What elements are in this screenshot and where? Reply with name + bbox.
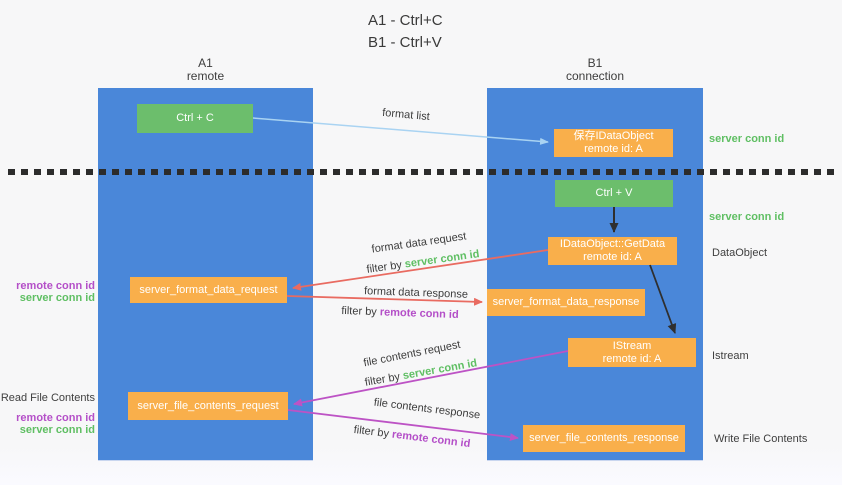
save-idataobject-box: 保存IDataObject remote id: A	[554, 129, 673, 157]
filter-by-text: filter by	[365, 259, 403, 276]
lifeline-a1-name: A1	[198, 56, 213, 70]
filter-by-text: filter by	[353, 423, 390, 441]
save-idataobject-line1: 保存IDataObject	[573, 130, 654, 142]
idataobject-getdata-box: IDataObject::GetData remote id: A	[548, 237, 677, 265]
remote-conn-id-text: remote conn id	[391, 428, 471, 451]
lifeline-b1-name: B1	[587, 56, 603, 70]
session-separator-dotted-line	[8, 169, 836, 175]
server-format-data-request-box: server_format_data_request	[130, 277, 287, 303]
istream-line2: remote id: A	[602, 352, 662, 365]
save-idataobject-line2: remote id: A	[584, 143, 643, 155]
ctrl-c-label: Ctrl + C	[176, 112, 214, 124]
getdata-line2: remote id: A	[583, 251, 642, 263]
server-conn-id-text: server conn id	[401, 357, 479, 383]
title-line-ctrl-v: B1 - Ctrl+V	[368, 34, 442, 51]
left-conn-id-group-bottom: remote conn id server conn id	[0, 412, 95, 436]
lifeline-header-b1: B1 connection	[487, 57, 703, 83]
read-file-contents-label: Read File Contents	[0, 392, 95, 404]
title-line-ctrl-c: A1 - Ctrl+C	[368, 12, 443, 29]
file-request-label: server_file_contents_request	[137, 399, 279, 412]
format-response-label: server_format_data_response	[492, 296, 640, 308]
istream-box: IStream remote id: A	[568, 338, 696, 367]
remote-conn-id-text: remote conn id	[379, 306, 459, 322]
filter-by-text: filter by	[363, 370, 401, 389]
server-conn-id-right-mid: server conn id	[709, 211, 785, 223]
format-data-response-label: format data response	[363, 285, 469, 301]
ctrl-v-label: Ctrl + V	[595, 187, 633, 199]
format-request-label: server_format_data_request	[139, 283, 278, 296]
file-response-label: server_file_contents_response	[529, 432, 679, 444]
istream-line1: IStream	[612, 339, 652, 352]
ctrl-v-action-box: Ctrl + V	[555, 180, 673, 207]
server-conn-id-right-top: server conn id	[709, 133, 785, 145]
write-file-contents-label: Write File Contents	[714, 433, 808, 445]
file-contents-response-label: file contents response	[373, 396, 481, 422]
server-conn-id-text: server conn id	[404, 248, 481, 271]
server-file-contents-response-box: server_file_contents_response	[523, 425, 685, 452]
filter-by-remote-conn-id-label-1: filter by remote conn id	[341, 305, 459, 321]
ctrl-c-action-box: Ctrl + C	[137, 104, 253, 133]
istream-side-label: Istream	[712, 350, 749, 362]
remote-conn-id-left-bottom: remote conn id	[16, 412, 95, 424]
server-conn-id-left-bottom: server conn id	[19, 424, 95, 436]
server-file-contents-request-box: server_file_contents_request	[128, 392, 288, 420]
format-list-label: format list	[381, 106, 431, 124]
server-format-data-response-box: server_format_data_response	[487, 289, 645, 316]
remote-conn-id-left-top: remote conn id	[16, 280, 95, 292]
getdata-line1: IDataObject::GetData	[559, 238, 666, 250]
filter-by-text: filter by	[341, 304, 378, 319]
dataobject-label: DataObject	[712, 247, 768, 259]
lifeline-header-a1: A1 remote	[98, 57, 313, 83]
lifeline-b1-role: connection	[565, 69, 625, 83]
server-conn-id-left-top: server conn id	[19, 292, 95, 304]
filter-by-remote-conn-id-label-2: filter by remote conn id	[353, 424, 471, 450]
left-conn-id-group-top: remote conn id server conn id	[0, 280, 95, 304]
diagram-title: A1 - Ctrl+C B1 - Ctrl+V	[368, 10, 443, 54]
lifeline-a1-role: remote	[186, 69, 225, 83]
